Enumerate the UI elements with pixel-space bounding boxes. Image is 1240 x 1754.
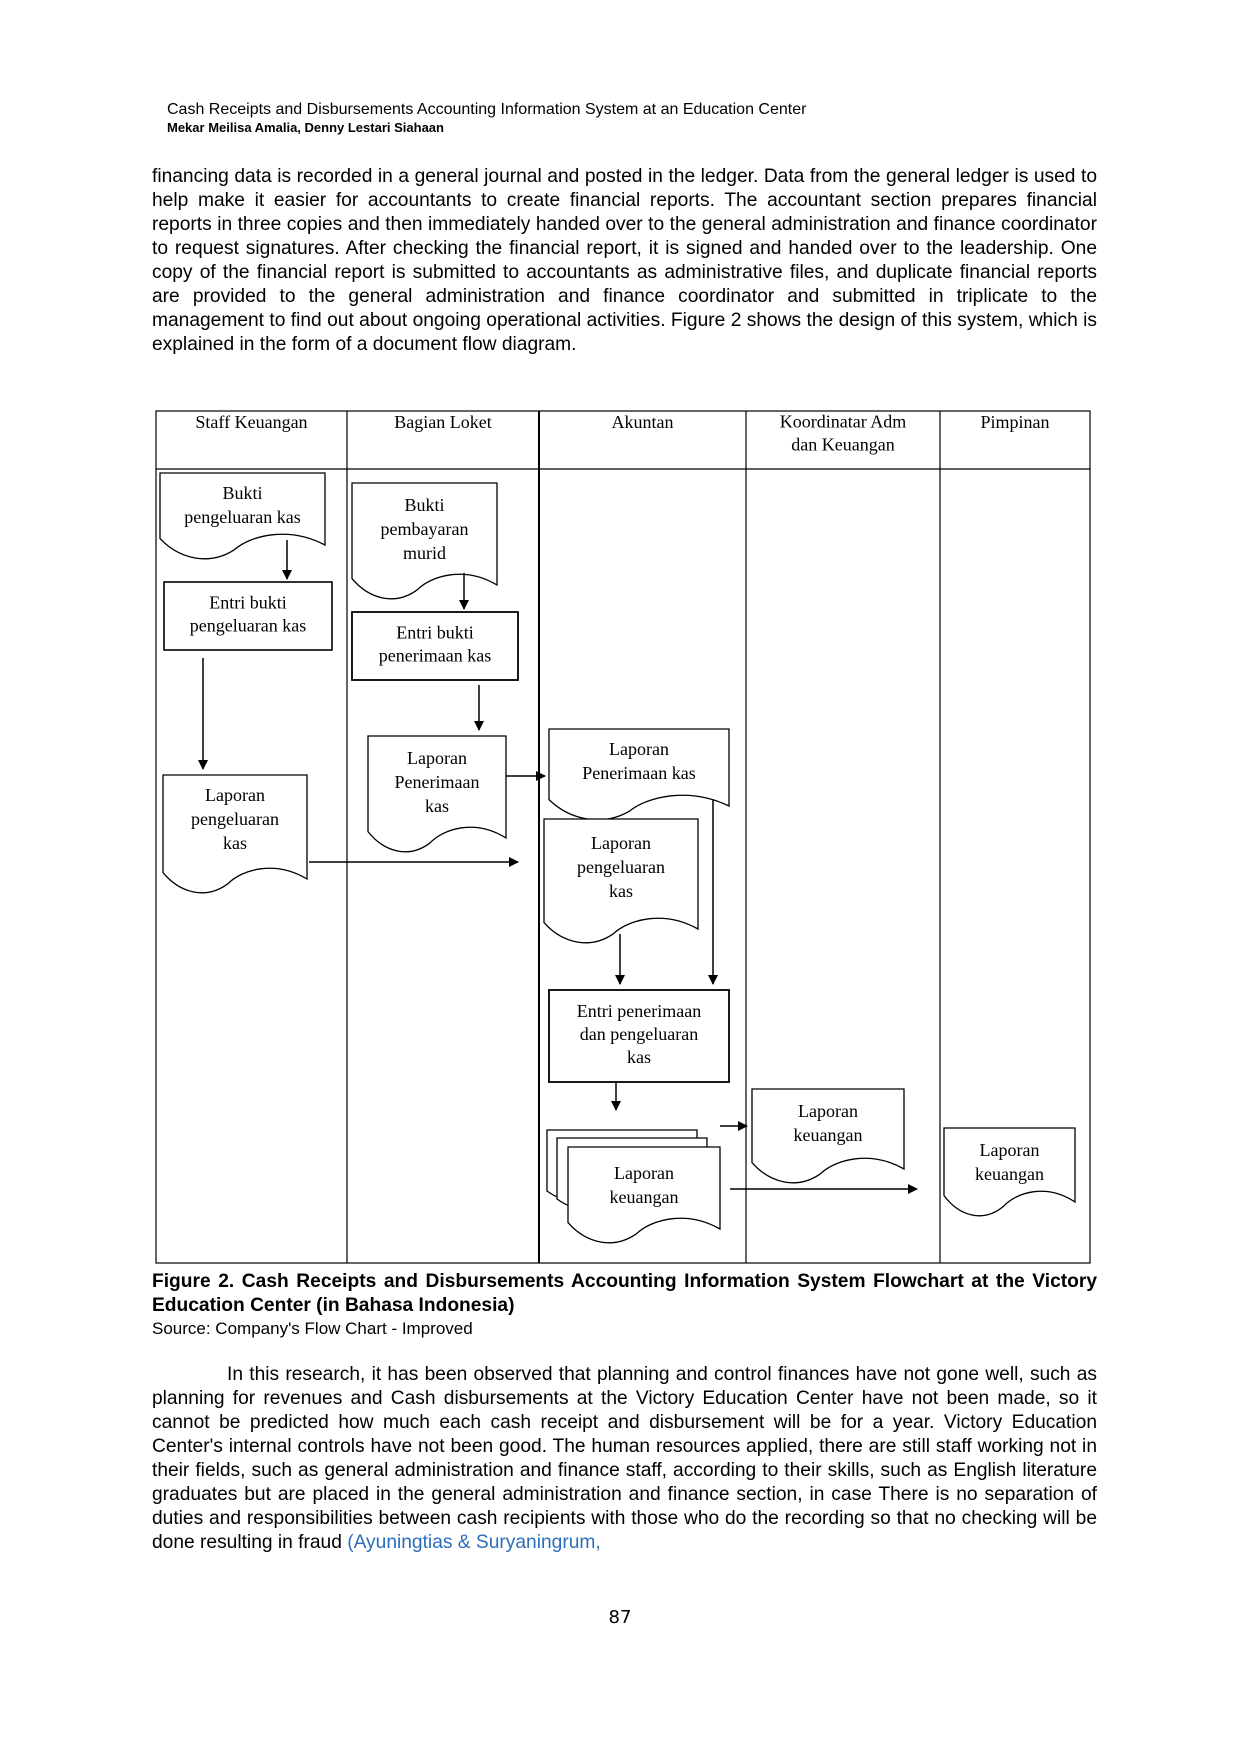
sk-doc-bukti-document: Bukti pengeluaran kas xyxy=(159,472,326,560)
running-header: Cash Receipts and Disbursements Accounti… xyxy=(167,100,806,136)
document-label: murid xyxy=(403,543,446,563)
document-label: kas xyxy=(425,796,449,816)
lane-header-5: Pimpinan xyxy=(980,412,1049,432)
document-label: Laporan xyxy=(798,1101,858,1121)
process-label: Entri bukti xyxy=(209,593,287,613)
process-label: penerimaan kas xyxy=(379,646,491,666)
page-number: 87 xyxy=(608,1607,632,1628)
document-label: pembayaran xyxy=(381,519,469,539)
pi-doc-keuangan-document: Laporan keuangan xyxy=(943,1127,1076,1217)
lane-header-4: Koordinatar Adm xyxy=(780,412,906,432)
process-label: Entri penerimaan xyxy=(577,1001,701,1021)
document-label: kas xyxy=(609,881,633,901)
flowchart-figure: Staff Keuangan Bagian Loket Akuntan Koordin… xyxy=(150,407,1100,1269)
document-label: Laporan xyxy=(407,748,467,768)
process-label: pengeluaran kas xyxy=(190,616,306,636)
document-shape xyxy=(367,735,507,853)
document-shape xyxy=(159,472,326,560)
document-shape xyxy=(543,818,699,944)
process-label: Entri bukti xyxy=(396,623,474,643)
document-label: Laporan xyxy=(609,739,669,759)
process-label: kas xyxy=(627,1047,651,1067)
sk-doc-laporan-document: Laporan pengeluaran kas xyxy=(162,774,308,894)
document-label: Laporan xyxy=(591,833,651,853)
document-label: Laporan xyxy=(614,1163,674,1183)
ak-doc-keuangan-document: Laporan keuangan xyxy=(567,1146,721,1244)
body-paragraph-1: financing data is recorded in a general … xyxy=(152,166,1097,355)
document-label: keuangan xyxy=(975,1164,1044,1184)
lane-frame xyxy=(155,410,1091,1264)
bl-doc-bukti-document: Bukti pembayaran murid xyxy=(351,482,498,600)
figure-caption: Figure 2. Cash Receipts and Disbursement… xyxy=(152,1271,1097,1316)
ak-proc-entri-process: Entri penerimaan dan pengeluaran kas xyxy=(548,989,730,1083)
ak-doc-pengeluaran-document: Laporan pengeluaran kas xyxy=(543,818,699,944)
document-label: pengeluaran xyxy=(191,809,279,829)
document-shape xyxy=(351,482,498,600)
ko-doc-keuangan-document: Laporan keuangan xyxy=(751,1088,905,1184)
document-shape xyxy=(943,1127,1076,1217)
document-label: Penerimaan kas xyxy=(582,763,695,783)
lane-header-3: Akuntan xyxy=(612,412,674,432)
lane-header-2: Bagian Loket xyxy=(394,412,491,432)
document-shape xyxy=(548,728,730,821)
document-label: Bukti xyxy=(222,483,262,503)
sk-proc-entri-process: Entri bukti pengeluaran kas xyxy=(163,581,333,651)
document-label: keuangan xyxy=(794,1125,863,1145)
document-label: pengeluaran kas xyxy=(184,507,300,527)
document-shape xyxy=(162,774,308,894)
process-box xyxy=(351,611,519,681)
document-shape xyxy=(567,1146,721,1244)
document-label: kas xyxy=(223,833,247,853)
process-box xyxy=(548,989,730,1083)
body-paragraph-2-text: In this research, it has been observed t… xyxy=(152,1364,1097,1553)
document-label: Bukti xyxy=(404,495,444,515)
running-header-authors: Mekar Meilisa Amalia, Denny Lestari Siah… xyxy=(167,120,444,135)
document-label: Laporan xyxy=(205,785,265,805)
figure-source: Source: Company's Flow Chart - Improved xyxy=(152,1319,473,1338)
document-label: Penerimaan xyxy=(395,772,480,792)
document-label: Laporan xyxy=(980,1140,1040,1160)
lane-header-1: Staff Keuangan xyxy=(195,412,307,432)
document-shape xyxy=(751,1088,905,1184)
lane-header-4: dan Keuangan xyxy=(791,435,894,455)
body-paragraph-2: In this research, it has been observed t… xyxy=(152,1363,1097,1555)
process-box xyxy=(163,581,333,651)
running-header-title: Cash Receipts and Disbursements Accounti… xyxy=(167,101,807,118)
bl-proc-entri-process: Entri bukti penerimaan kas xyxy=(351,611,519,681)
document-label: keuangan xyxy=(610,1187,679,1207)
citation-link[interactable]: (Ayuningtias & Suryaningrum, xyxy=(347,1532,601,1553)
process-label: dan pengeluaran xyxy=(580,1024,698,1044)
flowchart-diagram: Staff Keuangan Bagian Loket Akuntan Koordin… xyxy=(155,410,1091,1264)
document-label: pengeluaran xyxy=(577,857,665,877)
